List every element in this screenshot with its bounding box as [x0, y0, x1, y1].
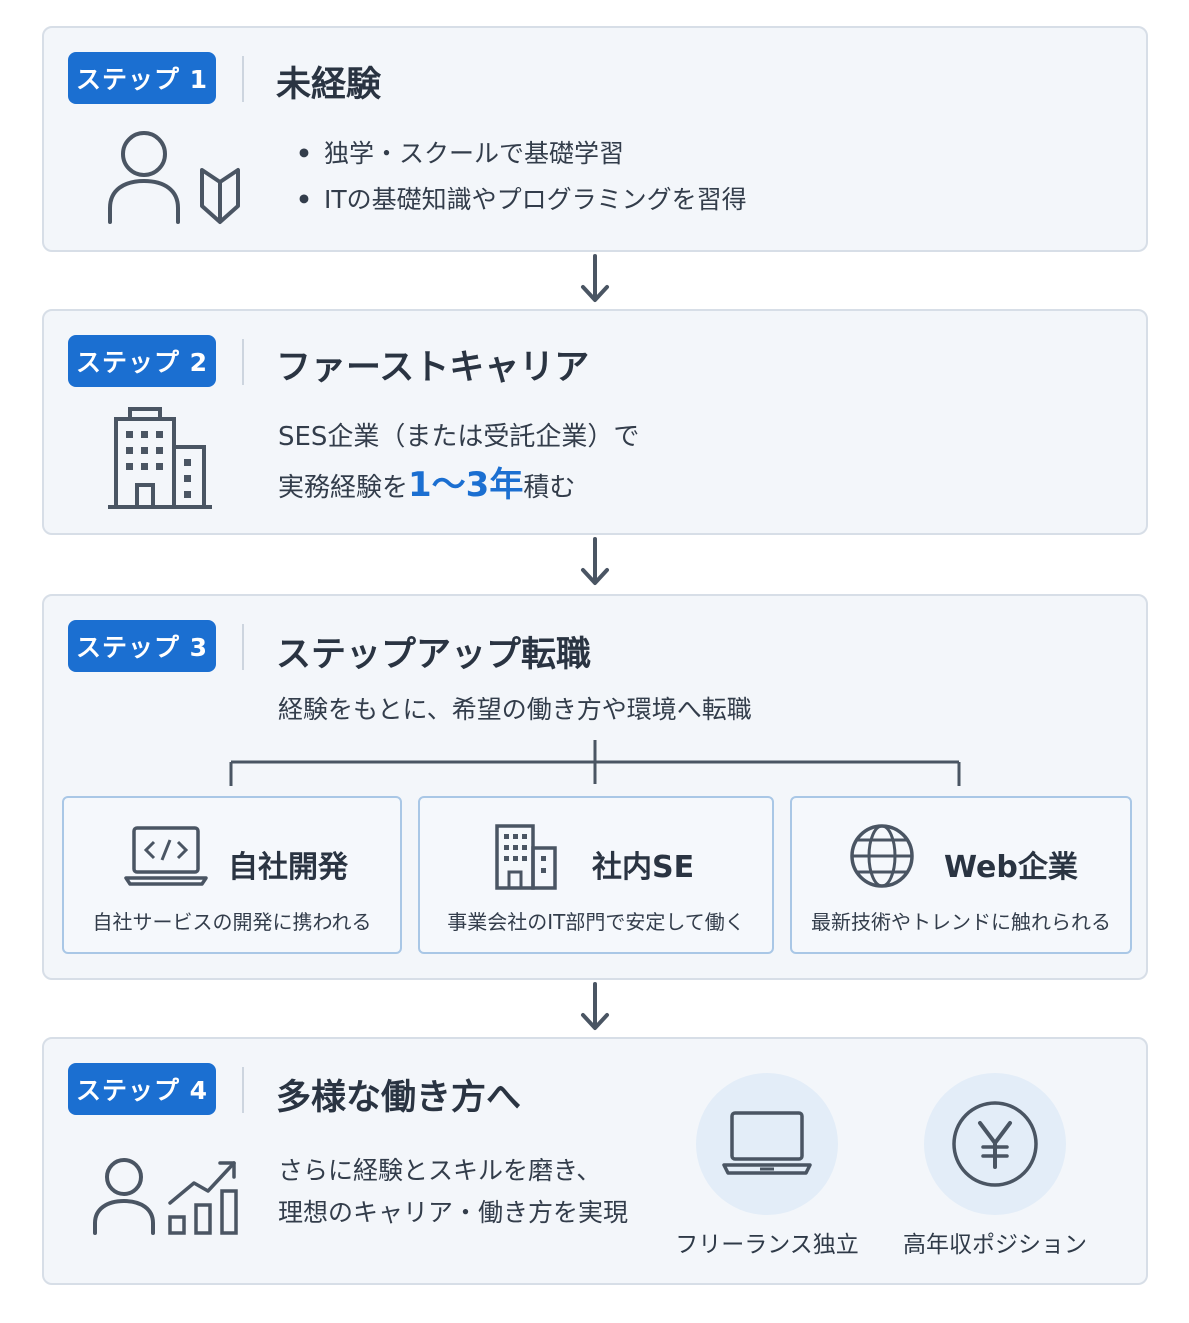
building-icon: [495, 824, 557, 890]
divider: [242, 624, 244, 670]
down-arrow-icon: [581, 537, 609, 585]
divider: [242, 1067, 244, 1113]
office-building-icon: [108, 407, 212, 509]
down-arrow-icon: [581, 982, 609, 1030]
beginner-mark-icon: [200, 168, 240, 224]
bullet: •: [296, 185, 312, 214]
growth-chart-icon: [168, 1161, 238, 1235]
step-1-card: ステップ 1 未経験 •独学・スクールで基礎学習 •ITの基礎知識やプログラミン…: [42, 26, 1148, 252]
step-4-title: 多様な働き方へ: [276, 1078, 522, 1118]
option-title: 自社開発: [228, 850, 348, 885]
step-4-line-2: 理想のキャリア・働き方を実現: [278, 1198, 629, 1227]
step-3-badge: ステップ 3: [68, 620, 216, 672]
bullet: •: [296, 139, 312, 168]
step-4-badge: ステップ 4: [68, 1063, 216, 1115]
step-2-badge: ステップ 2: [68, 335, 216, 387]
divider: [242, 339, 244, 385]
step-2-title: ファーストキャリア: [276, 348, 590, 388]
step-1-badge: ステップ 1: [68, 52, 216, 104]
option-title: 社内SE: [592, 850, 695, 885]
option-description: 最新技術やトレンドに触れられる: [811, 910, 1111, 934]
goal-label: 高年収ポジション: [903, 1232, 1087, 1258]
down-arrow-icon: [581, 254, 609, 302]
step-4-card: ステップ 4 多様な働き方へ さらに経験とスキルを磨き、 理想のキャリア・働き方…: [42, 1037, 1148, 1285]
option-card-internal-se: 社内SE 事業会社のIT部門で安定して働く: [418, 796, 774, 954]
step-1-title: 未経験: [276, 65, 382, 105]
divider: [242, 56, 244, 102]
person-icon: [93, 1158, 155, 1235]
step-2-line-1: SES企業（または受託企業）で: [278, 422, 640, 452]
globe-icon: [850, 824, 914, 888]
option-card-web-company: Web企業 最新技術やトレンドに触れられる: [790, 796, 1132, 954]
laptop-code-icon: [124, 826, 208, 886]
yen-icon: [952, 1101, 1038, 1187]
option-description: 自社サービスの開発に携われる: [92, 910, 372, 934]
list-item: •独学・スクールで基礎学習: [296, 139, 625, 168]
step-2-card: ステップ 2 ファーストキャリア SES企業（または受託企業）で 実務経験を1〜…: [42, 309, 1148, 535]
duration-highlight: 1〜3年: [408, 465, 524, 505]
option-card-in-house-dev: 自社開発 自社サービスの開発に携われる: [62, 796, 402, 954]
person-icon: [108, 131, 180, 224]
step-3-description: 経験をもとに、希望の働き方や環境へ転職: [278, 695, 752, 724]
freelance-circle: [696, 1073, 838, 1215]
step-3-title: ステップアップ転職: [276, 635, 592, 675]
step-2-line-2: 実務経験を1〜3年積む: [278, 465, 576, 505]
option-description: 事業会社のIT部門で安定して働く: [447, 910, 745, 934]
list-item: •ITの基礎知識やプログラミングを習得: [296, 185, 747, 214]
option-title: Web企業: [944, 850, 1078, 885]
step-3-card: ステップ 3 ステップアップ転職 経験をもとに、希望の働き方や環境へ転職 自社開…: [42, 594, 1148, 980]
step-4-line-1: さらに経験とスキルを磨き、: [278, 1156, 602, 1185]
branch-connector: [229, 740, 961, 786]
goal-label: フリーランス独立: [675, 1232, 859, 1258]
laptop-icon: [722, 1111, 812, 1175]
